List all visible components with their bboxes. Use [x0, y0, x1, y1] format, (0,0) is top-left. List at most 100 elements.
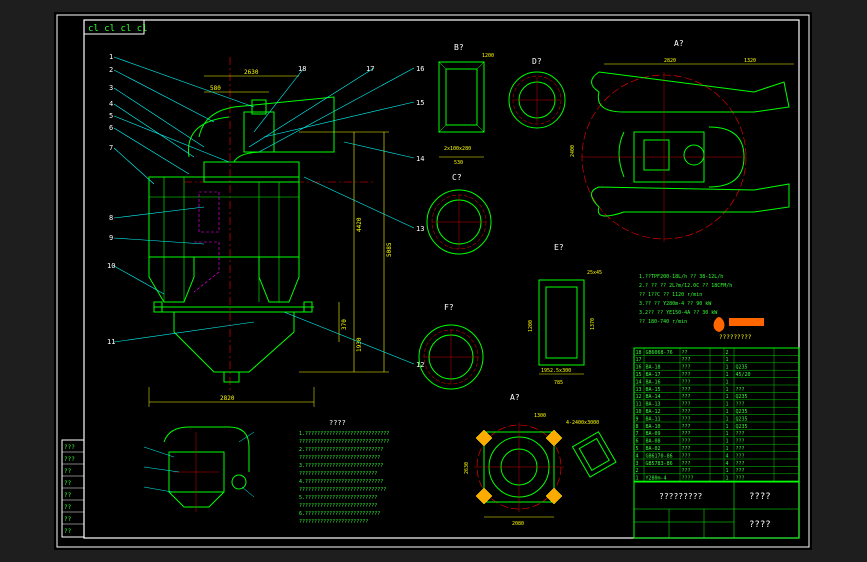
bom-cell: 1 [726, 431, 729, 437]
bom-cell: BA-12 [646, 409, 661, 415]
side-stamp: ??? ??? ?? ?? ?? ?? ?? ?? [61, 439, 85, 538]
inner-frame [83, 19, 800, 539]
note-11: ??????????????????????? [299, 519, 368, 525]
bom-cell: 12 [636, 394, 642, 400]
bom-cell: 1 [726, 357, 729, 363]
bom-cell: ??? [682, 387, 691, 393]
note-6: 4.?????????????????????????? [299, 479, 383, 485]
bom-cell: ??? [682, 431, 691, 437]
note-2: 2.?????????????????????????? [299, 447, 383, 453]
top-marks-box [83, 19, 145, 35]
main-front-view: 4420 5085 370 1930 2820 580 2630 [148, 57, 393, 407]
bom-cell: 1 [726, 387, 729, 393]
leader-13: 13 [416, 225, 424, 233]
bom-cell: 8 [636, 424, 639, 430]
a-top-h: 2400 [570, 145, 576, 157]
bom-cell: ??? [736, 402, 745, 408]
view-a-top: A? 2820 1320 2400 [570, 39, 794, 242]
title-company: ???? [749, 492, 771, 502]
bom-cell: ??? [736, 446, 745, 452]
a-top-w2: 1320 [744, 58, 756, 64]
dim-width: 2820 [220, 395, 235, 402]
bom-cell: ??? [736, 476, 745, 482]
view-c: C? [426, 173, 492, 255]
dim-h2: 4420 [356, 217, 363, 232]
notes-title: ???? [329, 419, 346, 427]
stamp-0: ??? [64, 444, 75, 451]
bom-cell: ??? [682, 409, 691, 415]
bom-cell: 1 [726, 372, 729, 378]
bom-cell: 45/20 [736, 372, 751, 378]
view-e-inner: 1952.5x300 [541, 368, 571, 374]
view-e-h1: 1200 [528, 320, 534, 332]
bom-cell: 4 [726, 453, 729, 459]
bom-cell: 13 [636, 387, 642, 393]
note-8: 5.???????????????????????? [299, 495, 377, 501]
view-d: D? [508, 57, 566, 129]
bom-cell: BA-15 [646, 387, 661, 393]
bom-cell: BA-14 [646, 394, 661, 400]
stamp-7: ?? [64, 528, 72, 535]
spec-5: ?? 180-740 r/min [639, 319, 687, 325]
bom-cell: 7 [636, 431, 639, 437]
note-1: ?????????????????????????????? [299, 439, 389, 445]
company-logo: ????????? [713, 317, 764, 341]
note-10: 6.????????????????????????? [299, 511, 380, 517]
logo-text: ????????? [719, 334, 752, 341]
bom-cell: 9 [636, 416, 639, 422]
bom-cell: ??? [736, 431, 745, 437]
leader-17: 17 [366, 65, 374, 73]
bom-cell: 4 [726, 461, 729, 467]
note-4: 3.?????????????????????????? [299, 463, 383, 469]
note-0: 1.???????????????????????????? [299, 431, 389, 437]
bom-cell: ??? [682, 439, 691, 445]
a-bottom-note: 4-2400x3000 [566, 420, 599, 426]
view-b-side: 1200 [482, 53, 494, 59]
bom-cell: 1 [726, 468, 729, 474]
bom-cell: BA-17 [646, 372, 661, 378]
bom-cell: Y280m-4 [646, 476, 667, 482]
bom-cell: ??? [682, 379, 691, 385]
bom-cell: ??? [682, 372, 691, 378]
bom-cell: ??? [682, 424, 691, 430]
a-bottom-w: 2080 [512, 521, 524, 527]
stamp-3: ?? [64, 480, 72, 487]
bom-cell: BA-16 [646, 379, 661, 385]
bom-cell: 16 [636, 365, 642, 371]
leader-10: 10 [107, 262, 115, 270]
bom-cell: ???? [682, 476, 694, 482]
note-9: ?????????????????????????? [299, 503, 377, 509]
bom-cell: ??? [682, 446, 691, 452]
spec-3: 3.?? ?? Y280m-4 ?? 90 kW [639, 301, 712, 307]
leader-4: 4 [109, 100, 113, 108]
bom-cell: BA-10 [646, 424, 661, 430]
bom-cell: ??? [682, 365, 691, 371]
drawing-sheet: cl cl cl cl ??? ??? ?? ?? ?? ?? ?? ?? [54, 12, 812, 550]
bom-cell: BA-02 [646, 446, 661, 452]
bom-cell: 18 [636, 350, 642, 356]
bom-cell: ??? [682, 357, 691, 363]
stamp-2: ?? [64, 468, 72, 475]
leader-7: 7 [109, 144, 113, 152]
bom-cell: ?? [682, 350, 688, 356]
bom-cell: ??? [682, 402, 691, 408]
bom-cell: 1 [636, 476, 639, 482]
view-b-label: B? [454, 43, 464, 52]
outer-frame [56, 14, 810, 548]
view-f-label: F? [444, 303, 454, 312]
note-7: ????????????????????????????? [299, 487, 386, 493]
bom-cell: 10 [636, 409, 642, 415]
stamp-1: ??? [64, 456, 75, 463]
leader-16: 16 [416, 65, 424, 73]
bom-cell: 4 [636, 453, 639, 459]
view-c-label: C? [452, 173, 462, 182]
bom-cell: BA-08 [646, 439, 661, 445]
bom-cell: 1 [726, 379, 729, 385]
view-e: E? 25x45 1952.5x300 785 1200 1370 [528, 243, 602, 386]
bom-cell: BA-09 [646, 431, 661, 437]
view-b: B? 1200 2x100x280 530 [438, 43, 494, 166]
title-subtitle: ???? [749, 520, 771, 530]
bom-cell: Q235 [736, 416, 748, 422]
leader-5: 5 [109, 112, 113, 120]
